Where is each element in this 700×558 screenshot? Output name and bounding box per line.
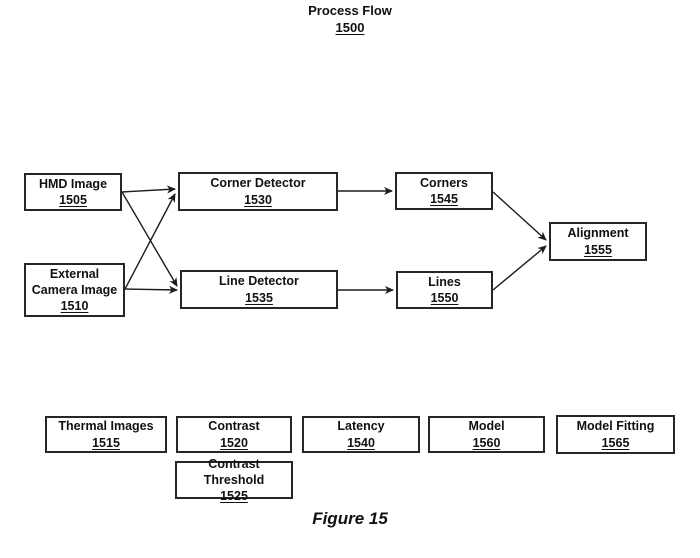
box-external-camera-image: External Camera Image 1510	[24, 263, 125, 317]
box-thermal-images: Thermal Images 1515	[45, 416, 167, 453]
box-ref: 1530	[244, 192, 272, 207]
box-label: HMD Image	[38, 176, 108, 191]
box-label: Line Detector	[219, 274, 299, 289]
arrow-hmd-to-line-detector	[121, 191, 178, 287]
box-label: Lines	[428, 274, 461, 289]
box-label: Latency	[337, 419, 385, 434]
box-alignment: Alignment 1555	[549, 222, 647, 261]
box-label: Contrast Threshold	[203, 456, 265, 487]
diagram-title-ref: 1500	[335, 19, 365, 35]
box-label: Model Fitting	[576, 419, 655, 434]
box-ref: 1560	[472, 435, 501, 450]
box-contrast: Contrast 1520	[176, 416, 292, 453]
box-ref: 1565	[601, 435, 630, 450]
box-ref: 1510	[60, 299, 89, 314]
box-ref: 1535	[245, 290, 273, 305]
box-label: Corner Detector	[210, 176, 306, 191]
box-ref: 1555	[584, 242, 612, 257]
box-model-fitting: Model Fitting 1565	[556, 415, 675, 454]
diagram-title: Process Flow 1500	[0, 3, 700, 37]
box-corners: Corners 1545	[395, 172, 493, 210]
box-lines: Lines 1550	[396, 271, 493, 309]
arrow-external-camera-to-corner-detector	[124, 193, 176, 290]
box-ref: 1520	[220, 435, 248, 450]
arrow-external-camera-to-line-detector	[124, 285, 178, 294]
box-ref: 1515	[92, 435, 120, 450]
arrow-corners-to-alignment	[492, 191, 547, 241]
arrow-hmd-to-corner-detector	[121, 185, 176, 194]
box-ref: 1525	[220, 489, 248, 504]
box-corner-detector: Corner Detector 1530	[178, 172, 338, 211]
box-label: Thermal Images	[58, 419, 154, 434]
diagram-title-label: Process Flow	[308, 3, 392, 18]
box-ref: 1545	[430, 192, 458, 206]
box-ref: 1505	[59, 193, 87, 207]
box-label: Alignment	[567, 226, 629, 241]
box-latency: Latency 1540	[302, 416, 420, 453]
box-line-detector: Line Detector 1535	[180, 270, 338, 309]
box-label: External Camera Image	[31, 266, 118, 297]
box-label: Contrast	[208, 419, 260, 434]
box-ref: 1550	[430, 291, 459, 305]
box-ref: 1540	[347, 435, 375, 450]
box-model: Model 1560	[428, 416, 545, 453]
box-label: Model	[468, 419, 505, 434]
box-contrast-threshold: Contrast Threshold 1525	[175, 457, 293, 503]
box-label: Corners	[420, 175, 468, 190]
box-hmd-image: HMD Image 1505	[24, 173, 122, 211]
arrow-lines-to-alignment	[492, 245, 547, 291]
figure-caption: Figure 15	[312, 509, 388, 528]
